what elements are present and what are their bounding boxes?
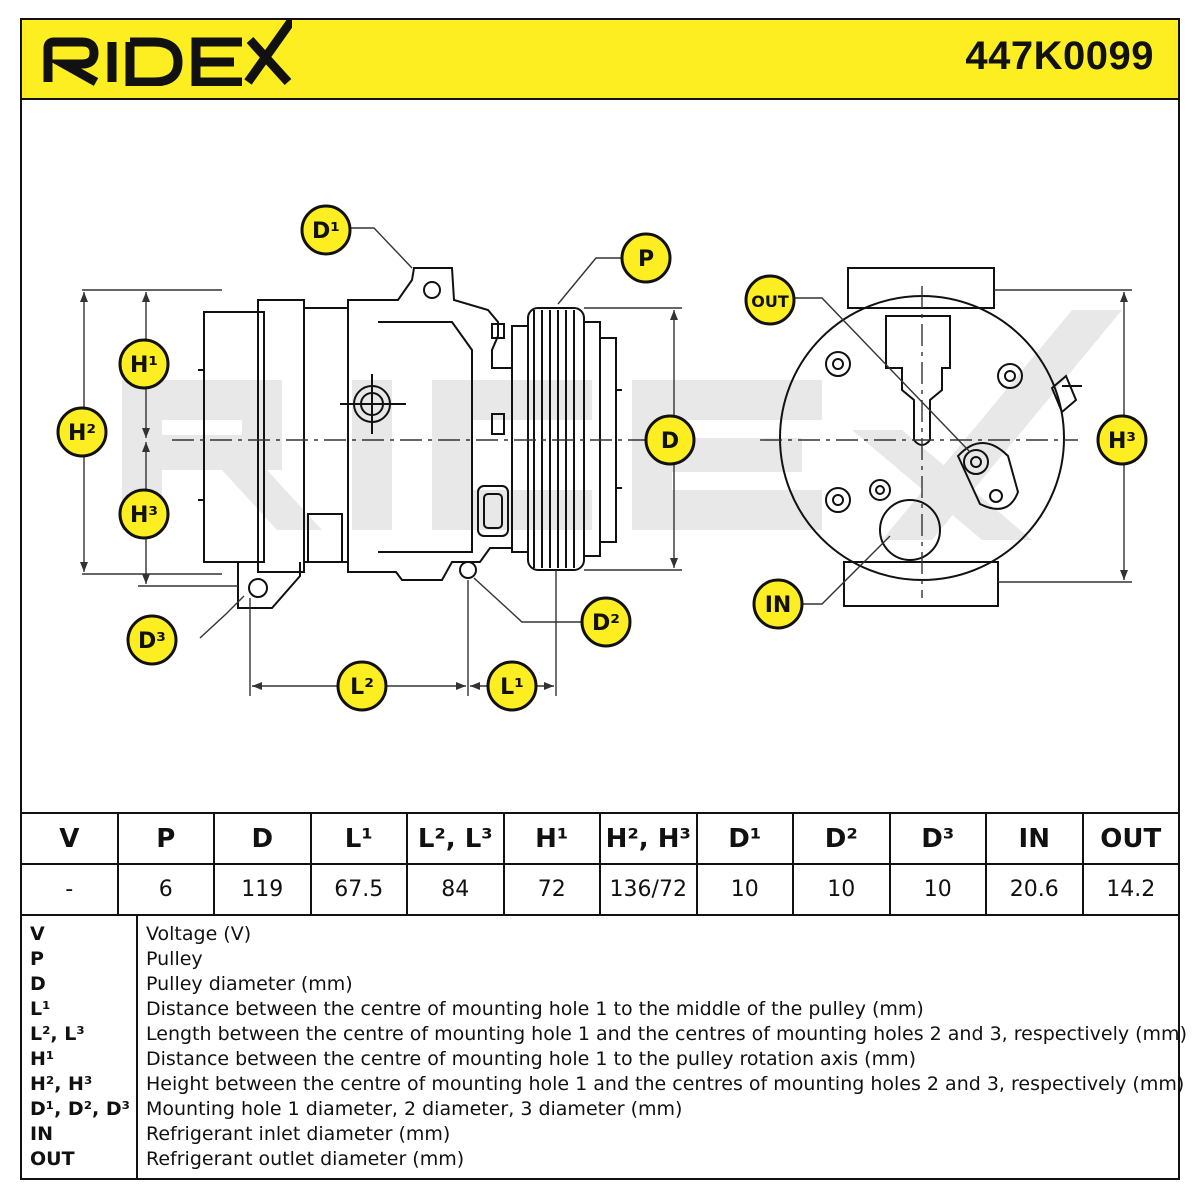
dimension-arrowheads <box>80 292 1128 690</box>
legend-desc: Distance between the centre of mounting … <box>146 1048 916 1070</box>
callout-l1: L¹ <box>500 675 524 700</box>
legend-desc: Length between the centre of mounting ho… <box>146 1023 1187 1045</box>
spec-value-row: - 6 119 67.5 84 72 136/72 10 10 10 20.6 … <box>20 863 1180 916</box>
spec-header-cell: D¹ <box>695 812 794 865</box>
spec-value-cell: 14.2 <box>1081 863 1180 916</box>
spec-header-cell: L¹ <box>309 812 408 865</box>
spec-value-cell: 10 <box>792 863 891 916</box>
legend-key: L¹ <box>30 998 51 1020</box>
spec-value-cell: 119 <box>213 863 312 916</box>
legend-key: IN <box>30 1123 53 1145</box>
legend-row: OUT Refrigerant outlet diameter (mm) <box>22 1147 1178 1172</box>
callout-d2: D² <box>592 611 620 636</box>
legend-desc: Pulley <box>146 948 203 970</box>
legend-desc: Distance between the centre of mounting … <box>146 998 924 1020</box>
callout-in: IN <box>765 593 792 618</box>
spec-header-cell: D² <box>792 812 891 865</box>
legend-divider <box>136 914 138 1178</box>
callout-l2: L² <box>350 675 374 700</box>
spec-header-cell: H², H³ <box>599 812 698 865</box>
spec-value-cell: 67.5 <box>309 863 408 916</box>
legend-row: H², H³ Height between the centre of moun… <box>22 1072 1184 1097</box>
spec-header-cell: D³ <box>888 812 987 865</box>
spec-value-cell: 20.6 <box>985 863 1084 916</box>
spec-header-cell: OUT <box>1081 812 1180 865</box>
compressor-front-view <box>779 267 1082 607</box>
legend-row: P Pulley <box>22 947 1178 972</box>
watermark-logo <box>122 310 1122 540</box>
legend-desc: Voltage (V) <box>146 923 252 945</box>
callout-h1: H¹ <box>130 353 158 378</box>
legend-row: L², L³ Length between the centre of moun… <box>22 1022 1187 1047</box>
spec-table: V P D L¹ L², L³ H¹ H², H³ D¹ D² D³ IN OU… <box>20 812 1180 916</box>
legend-row: D¹, D², D³ Mounting hole 1 diameter, 2 d… <box>22 1097 1178 1122</box>
part-number: 447K0099 <box>965 34 1154 78</box>
legend-key: L², L³ <box>30 1023 85 1045</box>
callout-h2: H² <box>68 421 96 446</box>
legend-key: D¹, D², D³ <box>30 1098 130 1120</box>
legend-box: V Voltage (V) P Pulley D Pulley diameter… <box>20 914 1187 1180</box>
legend-key: H¹ <box>30 1048 55 1070</box>
legend-key: D <box>30 973 46 995</box>
legend-row: D Pulley diameter (mm) <box>22 972 1178 997</box>
spec-value-cell: 72 <box>502 863 601 916</box>
legend-row: H¹ Distance between the centre of mounti… <box>22 1047 1178 1072</box>
callout-d3: D³ <box>138 629 166 654</box>
legend-desc: Height between the centre of mounting ho… <box>146 1073 1185 1095</box>
callout-h3-left: H³ <box>130 503 158 528</box>
callout-d1: D¹ <box>312 219 340 244</box>
callout-h3-right: H³ <box>1108 429 1136 454</box>
callout-out: OUT <box>751 292 789 311</box>
compressor-diagram: D¹ P H¹ H² H³ D D³ D² L² L¹ OUT IN H³ <box>56 204 1148 712</box>
spec-value-cell: 10 <box>695 863 794 916</box>
callout-badges <box>56 204 1148 712</box>
spec-value-cell: 10 <box>888 863 987 916</box>
brand-logo <box>43 20 292 86</box>
callout-d: D <box>661 429 679 454</box>
spec-value-cell: 6 <box>116 863 215 916</box>
legend-key: V <box>30 923 45 945</box>
legend-key: H², H³ <box>30 1073 93 1095</box>
legend-desc: Refrigerant inlet diameter (mm) <box>146 1123 451 1145</box>
legend-row: V Voltage (V) <box>22 922 1178 947</box>
legend-desc: Refrigerant outlet diameter (mm) <box>146 1148 465 1170</box>
legend-row: IN Refrigerant inlet diameter (mm) <box>22 1122 1178 1147</box>
spec-header-cell: V <box>20 812 119 865</box>
spec-header-cell: P <box>116 812 215 865</box>
spec-header-row: V P D L¹ L², L³ H¹ H², H³ D¹ D² D³ IN OU… <box>20 812 1180 865</box>
legend-key: OUT <box>30 1148 75 1170</box>
legend-row: L¹ Distance between the centre of mounti… <box>22 997 1178 1022</box>
spec-value-cell: 84 <box>406 863 505 916</box>
spec-value-cell: 136/72 <box>599 863 698 916</box>
spec-header-cell: L², L³ <box>406 812 505 865</box>
legend-desc: Mounting hole 1 diameter, 2 diameter, 3 … <box>146 1098 683 1120</box>
spec-value-cell: - <box>20 863 119 916</box>
spec-header-cell: D <box>213 812 312 865</box>
legend-key: P <box>30 948 44 970</box>
legend-desc: Pulley diameter (mm) <box>146 973 353 995</box>
spec-header-cell: IN <box>985 812 1084 865</box>
callout-p: P <box>638 247 654 272</box>
spec-header-cell: H¹ <box>502 812 601 865</box>
